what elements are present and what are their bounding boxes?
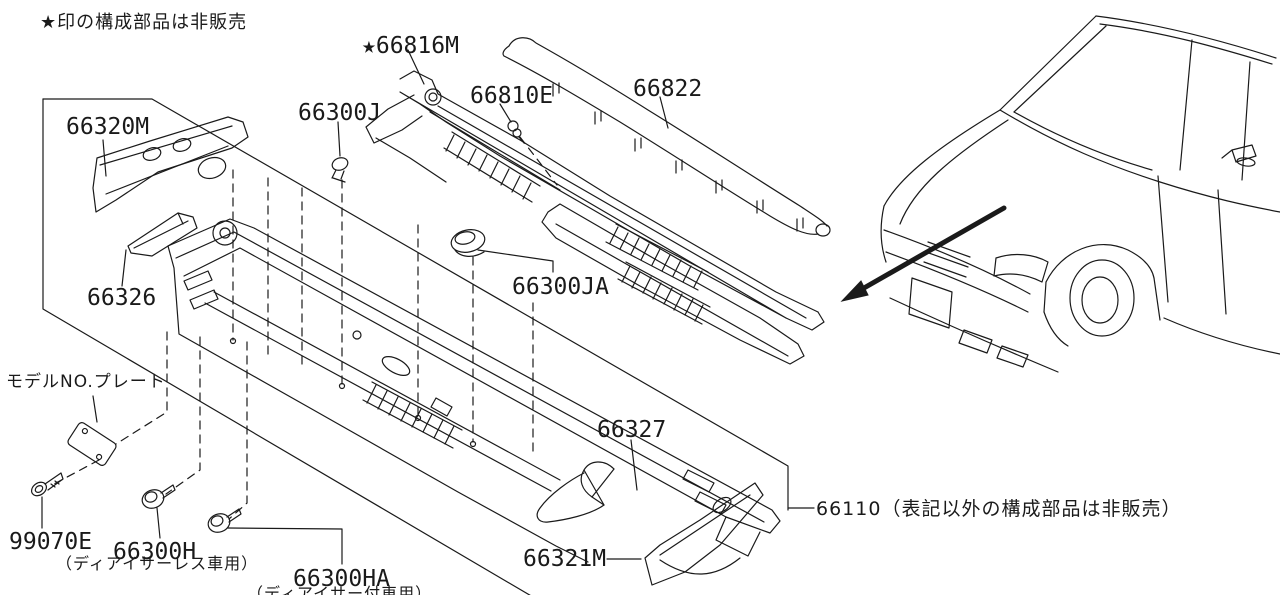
part-label-66300J: 66300J bbox=[298, 100, 382, 126]
bracket-66327-drawing bbox=[536, 461, 615, 523]
part-label-66810E: 66810E bbox=[470, 83, 554, 109]
model-number-plate-drawing bbox=[67, 422, 117, 466]
screw-99070E-drawing bbox=[30, 472, 64, 497]
bracket-66320M-drawing bbox=[92, 116, 249, 213]
bracket-66326-drawing bbox=[127, 212, 198, 257]
diagram-frame bbox=[42, 98, 789, 595]
car-illustration bbox=[880, 15, 1280, 373]
weatherstrip-66822-drawing bbox=[502, 37, 831, 237]
part-label-66816M: ★66816M bbox=[362, 33, 459, 59]
part-label-66321M: 66321M bbox=[523, 546, 607, 572]
cowl-grille-66816M-drawing bbox=[365, 70, 825, 331]
part-label-66110-note: 66110（表記以外の構成部品は非販売） bbox=[816, 498, 1182, 520]
part-label-66300JA: 66300JA bbox=[512, 274, 609, 300]
dashed-assembly-lines bbox=[53, 136, 558, 520]
not-for-sale-note: ★印の構成部品は非販売 bbox=[40, 12, 248, 33]
clip-66300H-drawing bbox=[141, 484, 176, 509]
cowl-plenum-drawing bbox=[541, 203, 805, 365]
cowl-panel-assembly-drawing bbox=[167, 218, 781, 563]
part-label-66326: 66326 bbox=[87, 285, 157, 311]
part-label-66320M: 66320M bbox=[66, 114, 150, 140]
model-plate-label: モデルNO.プレート bbox=[6, 372, 166, 392]
part-label-66822: 66822 bbox=[633, 76, 703, 102]
dashed-line-end-bolts bbox=[229, 337, 477, 448]
part-label-99070E: 99070E bbox=[9, 529, 93, 555]
part-label-66300HA: 66300HA bbox=[293, 566, 390, 592]
deicer-note: （ディアイサー付車用） bbox=[247, 584, 433, 595]
part-label-66300H: 66300H bbox=[113, 539, 197, 565]
grommet-66300JA-drawing bbox=[450, 229, 486, 257]
leader-lines bbox=[41, 49, 815, 565]
part-label-66327: 66327 bbox=[597, 417, 667, 443]
side-member-66321M-drawing bbox=[644, 482, 764, 586]
deicerless-note: （ディアイサーレス車用） bbox=[56, 554, 259, 573]
clip-66300J-drawing bbox=[331, 157, 349, 183]
pointer-arrow-icon bbox=[840, 205, 1007, 302]
